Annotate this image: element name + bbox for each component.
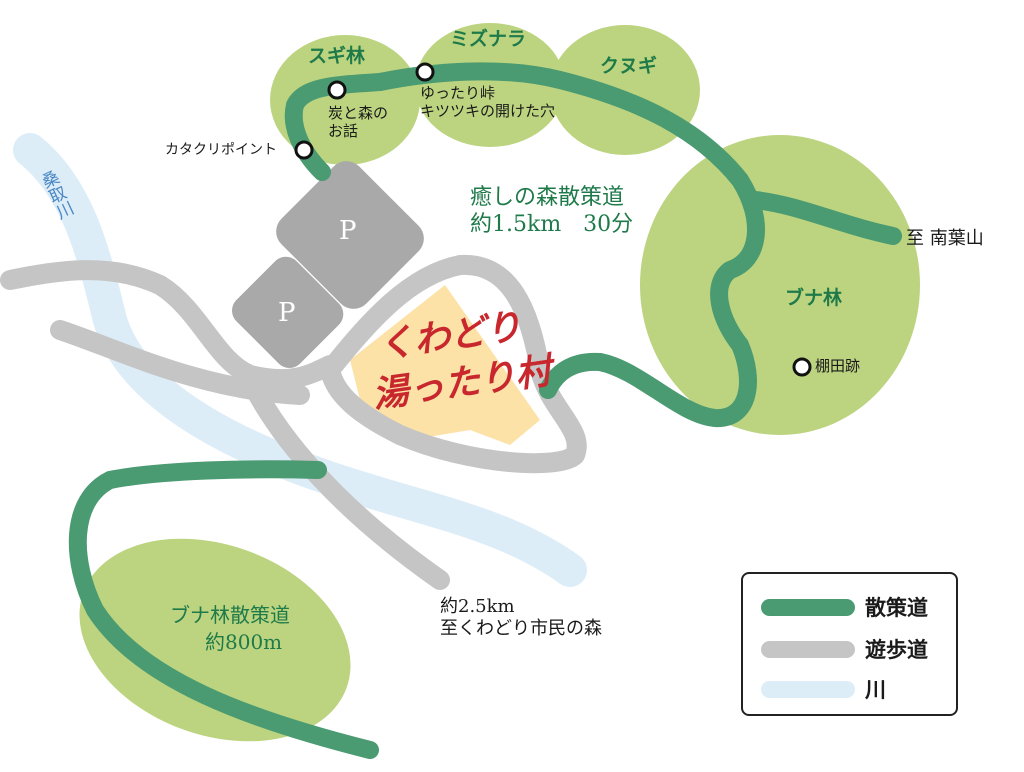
legend-item-trail: 散策道 [761,592,928,622]
legend-swatch-walkway [761,640,855,658]
poi-sumi: 炭と森の お話 [328,104,389,140]
legend-swatch-river [761,680,855,698]
legend-swatch-trail [761,598,855,616]
poi-yuttari: ゆったり峠 キツツキの開けた穴 [420,84,556,120]
forest-label-sugi: スギ林 [308,45,366,67]
poi-katakuri: カタクリポイント [165,142,277,158]
parking-label-1: P [339,216,357,246]
forest-mizunara [415,23,565,147]
map-legend: 散策道 遊歩道 川 [741,572,958,716]
legend-label-walkway: 遊歩道 [865,637,928,662]
river-kuwadori [13,133,587,587]
trails [68,62,902,759]
poi-tanada: 棚田跡 [815,357,861,375]
parking-areas [231,161,424,369]
trail-buna-length: 約800m [205,630,283,654]
forest-buna [640,135,920,435]
forest-label-buna: ブナ林 [785,287,843,309]
forest-label-mizunara: ミズナラ [450,28,527,50]
forest-buna-south [79,538,351,742]
yuttari-marker [415,62,435,82]
village-area [350,285,540,445]
legend-label-river: 川 [865,677,886,702]
trail-to-nanbasan [746,191,902,245]
katakuri-marker [294,140,314,160]
legend-item-river: 川 [761,674,886,704]
trail-healing-length: 約1.5km 30分 [470,212,634,237]
sumi-marker [327,80,347,100]
parking-label-2: P [278,298,296,328]
forest-areas [79,23,920,742]
trail-buna-name: ブナ林散策道 [170,603,290,627]
destination-shimin-forest: 約2.5km 至くわどり市民の森 [440,596,602,639]
poi-markers [294,62,812,377]
legend-item-walkway: 遊歩道 [761,634,928,664]
parking-1 [276,161,424,309]
trail-buna [68,460,379,759]
forest-label-kunugi: クヌギ [600,55,658,77]
destination-nanbasan: 至 南葉山 [906,228,984,249]
tanada-marker [792,357,812,377]
legend-label-trail: 散策道 [865,595,928,620]
trail-healing-name: 癒しの森散策道 [470,185,625,210]
parking-2 [231,256,344,369]
forest-sugi [270,35,420,165]
